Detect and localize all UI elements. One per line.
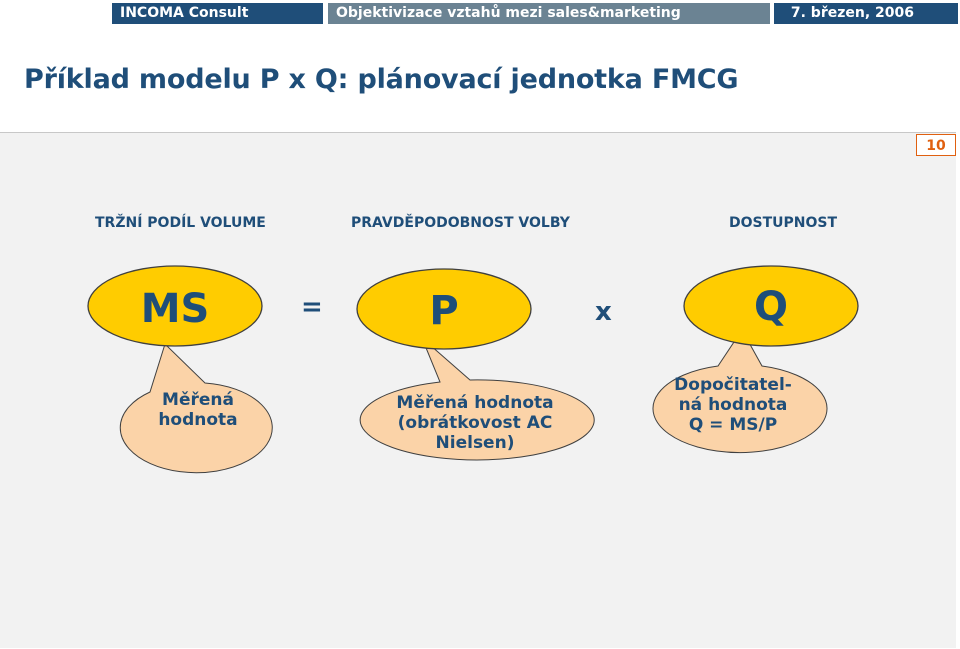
p-callout-line: Měřená hodnota — [396, 393, 554, 413]
company-name: INCOMA Consult — [112, 3, 323, 24]
label-market-share: TRŽNÍ PODÍL VOLUME — [95, 215, 266, 231]
p-callout-line: (obrátkovost AC — [397, 413, 553, 433]
times-sign: x — [595, 297, 612, 327]
ms-callout-text: Měřená hodnota — [140, 390, 256, 430]
p-ellipse — [356, 268, 532, 350]
label-availability: DOSTUPNOST — [729, 215, 838, 231]
q-callout-text: Dopočitatel- ná hodnota Q = MS/P — [658, 375, 808, 435]
q-ellipse — [683, 265, 859, 347]
q-callout-line: Q = MS/P — [688, 415, 778, 435]
p-callout-text: Měřená hodnota (obrátkovost AC Nielsen) — [380, 393, 570, 453]
presentation-topic: Objektivizace vztahů mezi sales&marketin… — [328, 3, 770, 24]
q-callout-line: ná hodnota — [678, 395, 788, 415]
q-callout-line: Dopočitatel- — [674, 375, 792, 395]
slide-title: Příklad modelu P x Q: plánovací jednotka… — [24, 64, 739, 95]
ms-callout-line: hodnota — [158, 410, 238, 430]
q-callout — [652, 329, 828, 454]
ms-symbol: MS — [140, 286, 210, 332]
p-callout-line: Nielsen) — [435, 433, 515, 453]
presentation-date: 7. březen, 2006 — [774, 3, 958, 24]
p-callout — [359, 337, 595, 461]
ms-ellipse — [87, 265, 263, 347]
label-probability: PRAVDĚPODOBNOST VOLBY — [351, 215, 570, 231]
ms-callout-line: Měřená — [162, 390, 234, 410]
page-number: 10 — [916, 134, 956, 156]
ms-callout — [119, 343, 273, 474]
equals-sign: = — [301, 292, 323, 322]
q-symbol: Q — [753, 284, 788, 330]
p-symbol: P — [429, 288, 459, 334]
header-bar: INCOMA Consult Objektivizace vztahů mezi… — [0, 0, 960, 27]
